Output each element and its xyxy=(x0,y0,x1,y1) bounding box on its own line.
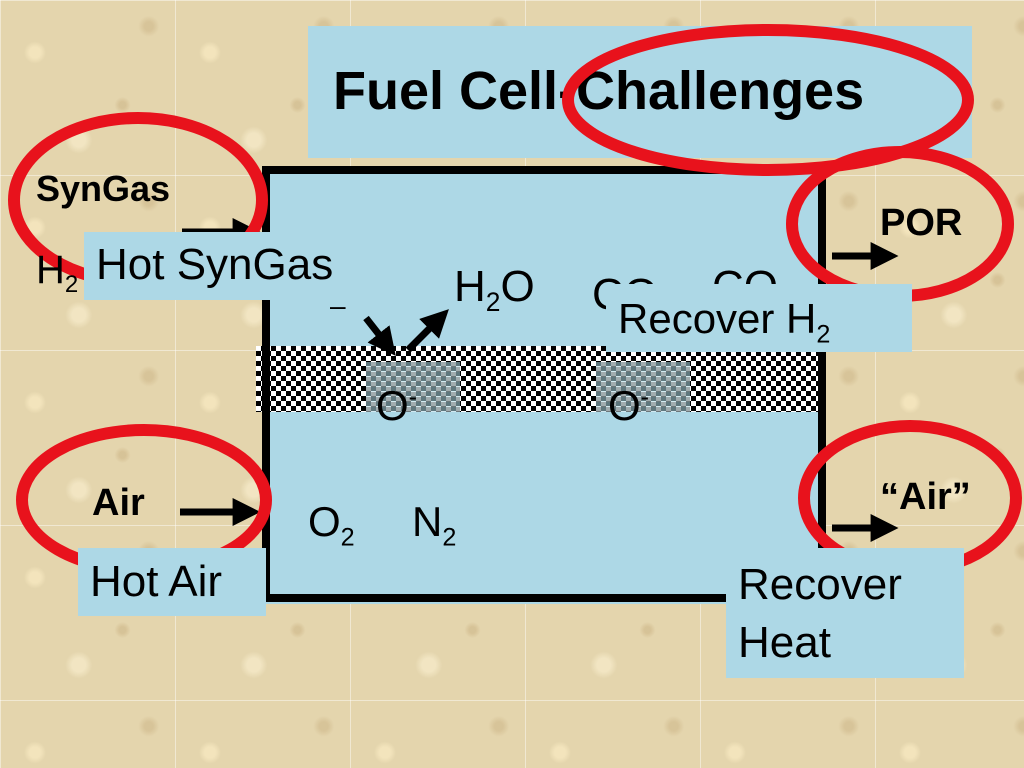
oxide-ion-left: O- xyxy=(376,382,418,429)
fuel-cell-outline xyxy=(262,166,826,602)
hot-syngas-callout: Hot SynGas xyxy=(84,232,370,300)
air-label: Air xyxy=(92,482,145,524)
oxide-ion-right: O- xyxy=(608,382,650,429)
membrane-ion-path-left xyxy=(366,362,460,412)
por-label: POR xyxy=(880,202,963,244)
recover-h2-callout: Recover H2 xyxy=(606,284,912,352)
n2-label: N2 xyxy=(412,498,457,552)
air-outlet-label: “Air” xyxy=(880,476,971,518)
recover-heat-line1: Recover xyxy=(738,560,902,609)
product-arrow xyxy=(405,309,449,353)
o2-label: O2 xyxy=(308,498,355,552)
h2-inlet-label: H2 xyxy=(36,248,79,298)
hot-air-callout: Hot Air xyxy=(78,548,266,616)
recover-heat-line2: Heat xyxy=(738,618,831,667)
recover-heat-callout: Recover Heat xyxy=(726,548,964,678)
highlight-circle-challenges xyxy=(562,24,974,176)
membrane-ion-path-right xyxy=(596,362,690,412)
syngas-label: SynGas xyxy=(36,168,171,209)
h2o-label: H2O xyxy=(454,262,535,317)
electrolyte-membrane xyxy=(256,346,822,412)
minus-sign: – xyxy=(330,290,346,321)
slide-title: Fuel Cell-Challenges xyxy=(333,61,865,121)
reactant-arrow xyxy=(363,315,396,356)
